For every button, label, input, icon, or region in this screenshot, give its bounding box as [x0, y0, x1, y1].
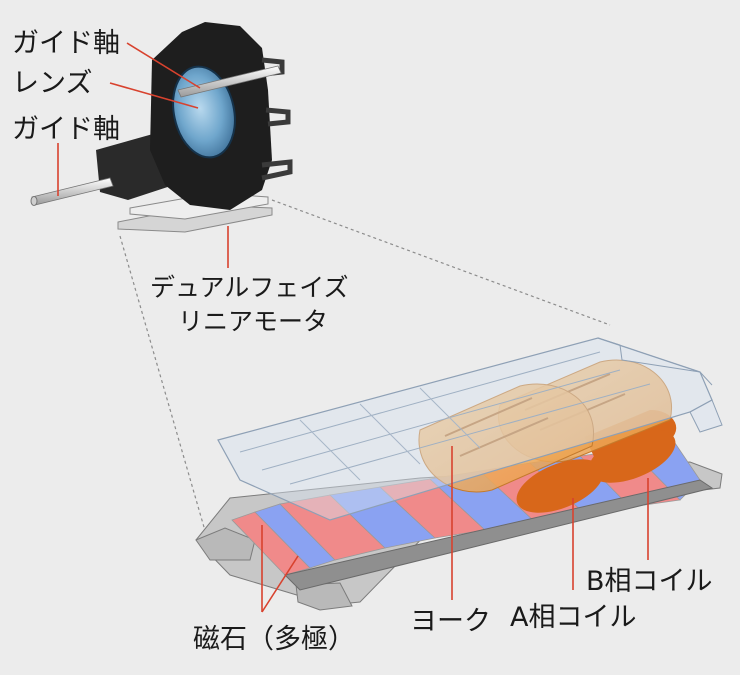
leader-guide-shaft-top	[126, 42, 201, 89]
guide-shaft-end	[30, 196, 38, 206]
label-yoke: ヨーク	[410, 606, 491, 637]
lens-unit-illustration	[30, 22, 293, 233]
leader-lines	[57, 42, 649, 613]
label-motor-line1: デュアルフェイズ	[150, 273, 349, 302]
upper-yoke-transparent	[217, 337, 723, 521]
label-coil-a: A相コイル	[510, 602, 636, 633]
label-magnet: 磁石（多極）	[193, 624, 355, 655]
label-motor-line2: リニアモータ	[178, 307, 328, 336]
base-rail	[284, 479, 714, 591]
leader-lens	[109, 82, 199, 109]
zoom-guide-lines	[119, 199, 611, 549]
linear-motor-illustration	[195, 337, 723, 611]
labels: ガイド軸 レンズ ガイド軸 デュアルフェイズ リニアモータ 磁石（多極） ヨーク…	[12, 28, 713, 655]
leader-magnet-2	[261, 555, 299, 613]
guide-shaft-top	[177, 65, 282, 98]
label-guide-shaft-bottom: ガイド軸	[12, 114, 120, 145]
label-lens: レンズ	[12, 68, 92, 99]
base-tab-bottom	[295, 582, 353, 611]
label-coil-b: B相コイル	[586, 566, 713, 597]
base-tab-left	[195, 527, 256, 561]
coil-a	[418, 383, 604, 513]
label-guide-shaft-top: ガイド軸	[12, 28, 120, 59]
